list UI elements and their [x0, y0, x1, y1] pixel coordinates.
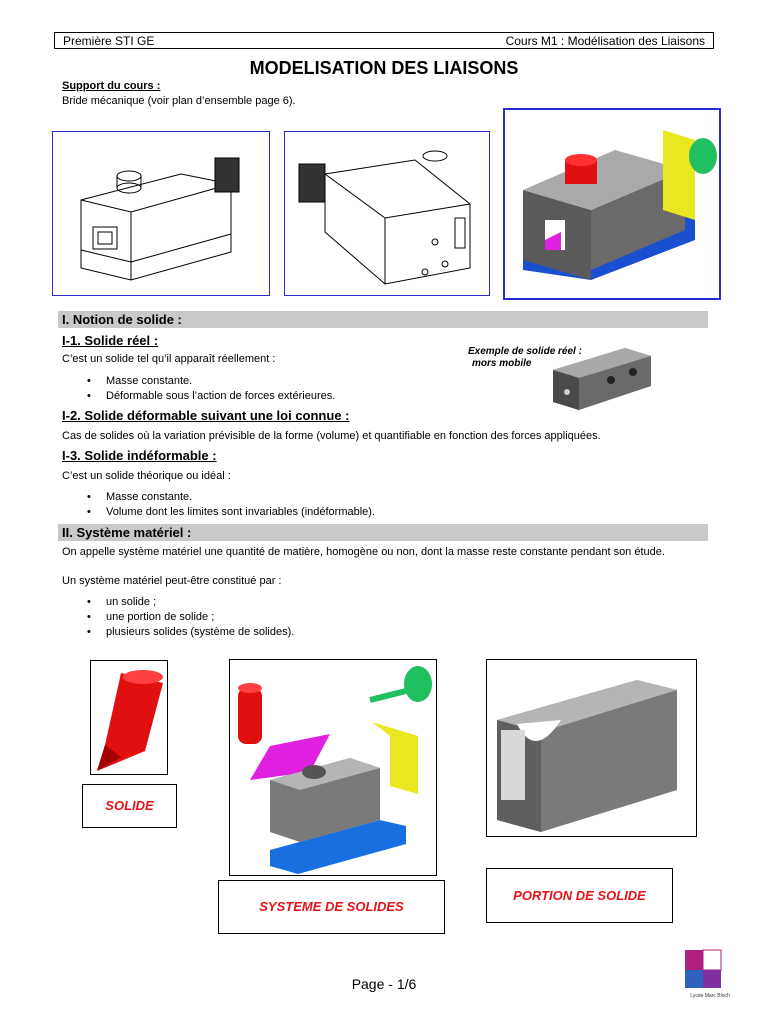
puzzle-logo-icon: Lycée Marc Bloch — [685, 949, 730, 999]
list-item: plusieurs solides (système de solides). — [84, 625, 294, 640]
label-systeme: SYSTEME DE SOLIDES — [218, 880, 445, 934]
school-logo: Lycée Marc Bloch — [681, 942, 739, 1000]
label-portion: PORTION DE SOLIDE — [486, 868, 673, 923]
subsection-1-2-text: Cas de solides où la variation prévisibl… — [62, 430, 601, 442]
subsection-1-3-heading: I-3. Solide indéformable : — [62, 448, 217, 463]
list-item: Masse constante. — [84, 490, 375, 505]
section-2-list: un solide ; une portion de solide ; plus… — [84, 595, 294, 640]
section-2-text-2: Un système matériel peut-être constitué … — [62, 575, 282, 587]
subsection-1-1-list: Masse constante. Déformable sous l’actio… — [84, 374, 335, 404]
example-caption-line-2: mors mobile — [472, 358, 532, 369]
figure-portion — [486, 659, 697, 837]
subsection-1-1-text: C’est un solide tel qu’il apparaît réell… — [62, 353, 276, 365]
system-of-solids-image — [238, 666, 432, 874]
subsection-1-3-text: C’est un solide théorique ou idéal : — [62, 470, 231, 482]
mors-mobile-image — [553, 348, 651, 410]
figure-systeme — [229, 659, 437, 876]
page-number: Page - 1/6 — [351, 976, 417, 992]
section-2-heading: II. Système matériel : — [58, 524, 708, 541]
example-caption-line-1: Exemple de solide réel : — [468, 346, 582, 357]
bride-line-drawing-1 — [80, 157, 240, 281]
subsection-1-3-list: Masse constante. Volume dont les limites… — [84, 490, 375, 520]
red-cylinder-image — [97, 670, 163, 771]
support-heading: Support du cours : — [62, 80, 161, 92]
bride-3d-render — [523, 130, 717, 280]
list-item: Déformable sous l’action de forces extér… — [84, 389, 335, 404]
page-title: MODELISATION DES LIAISONS — [249, 58, 519, 78]
section-1-heading: I. Notion de solide : — [58, 311, 708, 328]
figure-bride-3d — [503, 108, 721, 300]
header-left: Première STI GE — [63, 34, 155, 48]
figure-bride-drawing-1 — [52, 131, 270, 296]
bride-line-drawing-2 — [298, 150, 471, 285]
section-2-text-1: On appelle système matériel une quantité… — [62, 546, 665, 558]
list-item: une portion de solide ; — [84, 610, 294, 625]
portion-of-solid-image — [497, 680, 677, 832]
figure-bride-drawing-2 — [284, 131, 490, 296]
label-solide: SOLIDE — [82, 784, 177, 828]
header-right: Cours M1 : Modélisation des Liaisons — [505, 34, 705, 48]
subsection-1-1-heading: I-1. Solide réel : — [62, 333, 159, 348]
list-item: Volume dont les limites sont invariables… — [84, 505, 375, 520]
list-item: un solide ; — [84, 595, 294, 610]
subsection-1-2-heading: I-2. Solide déformable suivant une loi c… — [62, 408, 350, 423]
logo-text: Lycée Marc Bloch — [690, 993, 730, 999]
page-header: Première STI GE Cours M1 : Modélisation … — [54, 32, 714, 49]
support-text: Bride mécanique (voir plan d’ensemble pa… — [62, 95, 296, 107]
figure-solide — [90, 660, 168, 775]
list-item: Masse constante. — [84, 374, 335, 389]
